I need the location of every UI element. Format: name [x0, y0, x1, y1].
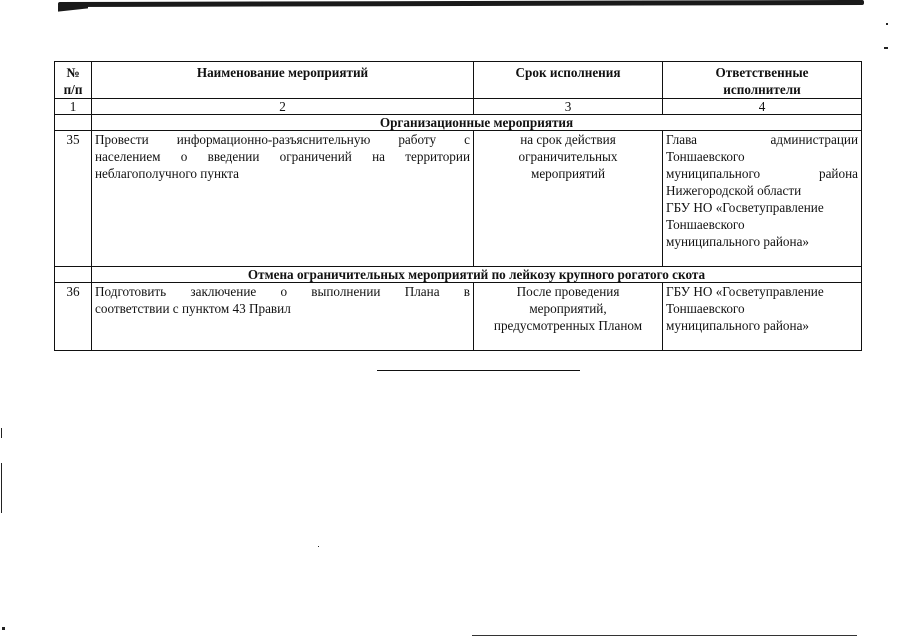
- scan-top-border: [58, 0, 864, 8]
- responsible-line: муниципального района»: [666, 318, 810, 333]
- responsible-line: Тоншаевского: [666, 217, 745, 232]
- responsible-line: ГБУ НО «Госветуправление: [666, 284, 824, 299]
- scan-speck: [884, 47, 888, 49]
- scan-speck: [318, 546, 319, 547]
- scan-speck: [1, 428, 2, 438]
- term-line: мероприятий: [530, 166, 606, 181]
- responsible-line: Тоншаевского: [666, 301, 745, 316]
- header-num: № п/п: [54, 61, 92, 99]
- responsible-line: Нижегородской области: [666, 183, 802, 198]
- column-number: 1: [54, 98, 92, 115]
- header-term: Срок исполнения: [473, 61, 663, 99]
- activity-line: Подготовить заключение о выполнении План…: [95, 284, 470, 299]
- term-line: После проведения: [516, 284, 620, 299]
- section-header-row: Организационные мероприятия: [54, 114, 862, 131]
- responsible-line: муниципального района: [666, 166, 858, 181]
- column-number: 2: [91, 98, 474, 115]
- column-number-row: 1 2 3 4: [54, 98, 862, 115]
- document-end-rule: [377, 370, 580, 371]
- section-header-row: Отмена ограничительных мероприятий по ле…: [54, 266, 862, 283]
- term-line: ограничительных: [518, 149, 618, 164]
- activity-line: соответствии с пунктом 43 Правил: [95, 301, 291, 316]
- row-activity: Провести информационно-разъяснительную р…: [91, 130, 474, 267]
- responsible-line: Тоншаевского: [666, 149, 745, 164]
- header-responsible: Ответственные исполнители: [662, 61, 862, 99]
- section-spacer: [54, 114, 92, 131]
- scan-speck: [2, 627, 5, 630]
- row-number: 35: [54, 130, 92, 267]
- row-term: на срок действия ограничительных меропри…: [473, 130, 663, 267]
- term-line: на срок действия: [520, 132, 616, 147]
- row-number: 36: [54, 282, 92, 351]
- activity-line: неблагополучного пункта: [95, 166, 240, 181]
- header-row: № п/п Наименование мероприятий Срок испо…: [54, 61, 862, 99]
- header-name: Наименование мероприятий: [91, 61, 474, 99]
- section-title: Отмена ограничительных мероприятий по ле…: [91, 266, 862, 283]
- table-row: 36 Подготовить заключение о выполнении П…: [54, 282, 862, 351]
- section-spacer: [54, 266, 92, 283]
- responsible-line: ГБУ НО «Госветуправление: [666, 200, 824, 215]
- responsible-line: Глава администрации: [666, 132, 858, 147]
- column-number: 3: [473, 98, 663, 115]
- row-activity: Подготовить заключение о выполнении План…: [91, 282, 474, 351]
- row-term: После проведения мероприятий, предусмотр…: [473, 282, 663, 351]
- activities-table: № п/п Наименование мероприятий Срок испо…: [54, 61, 862, 351]
- responsible-line: муниципального района»: [666, 234, 810, 249]
- row-responsible: Глава администрации Тоншаевского муницип…: [662, 130, 862, 267]
- row-responsible: ГБУ НО «Госветуправление Тоншаевского му…: [662, 282, 862, 351]
- term-line: предусмотренных Планом: [493, 318, 643, 333]
- activity-line: населением о введении ограничений на тер…: [95, 149, 470, 164]
- section-title: Организационные мероприятия: [91, 114, 862, 131]
- activity-line: Провести информационно-разъяснительную р…: [95, 132, 470, 147]
- scan-speck: [1, 463, 2, 513]
- scan-speck: [886, 23, 888, 25]
- table-row: 35 Провести информационно-разъяснительну…: [54, 130, 862, 267]
- scan-bottom-line: [472, 635, 857, 636]
- column-number: 4: [662, 98, 862, 115]
- term-line: мероприятий,: [529, 301, 607, 316]
